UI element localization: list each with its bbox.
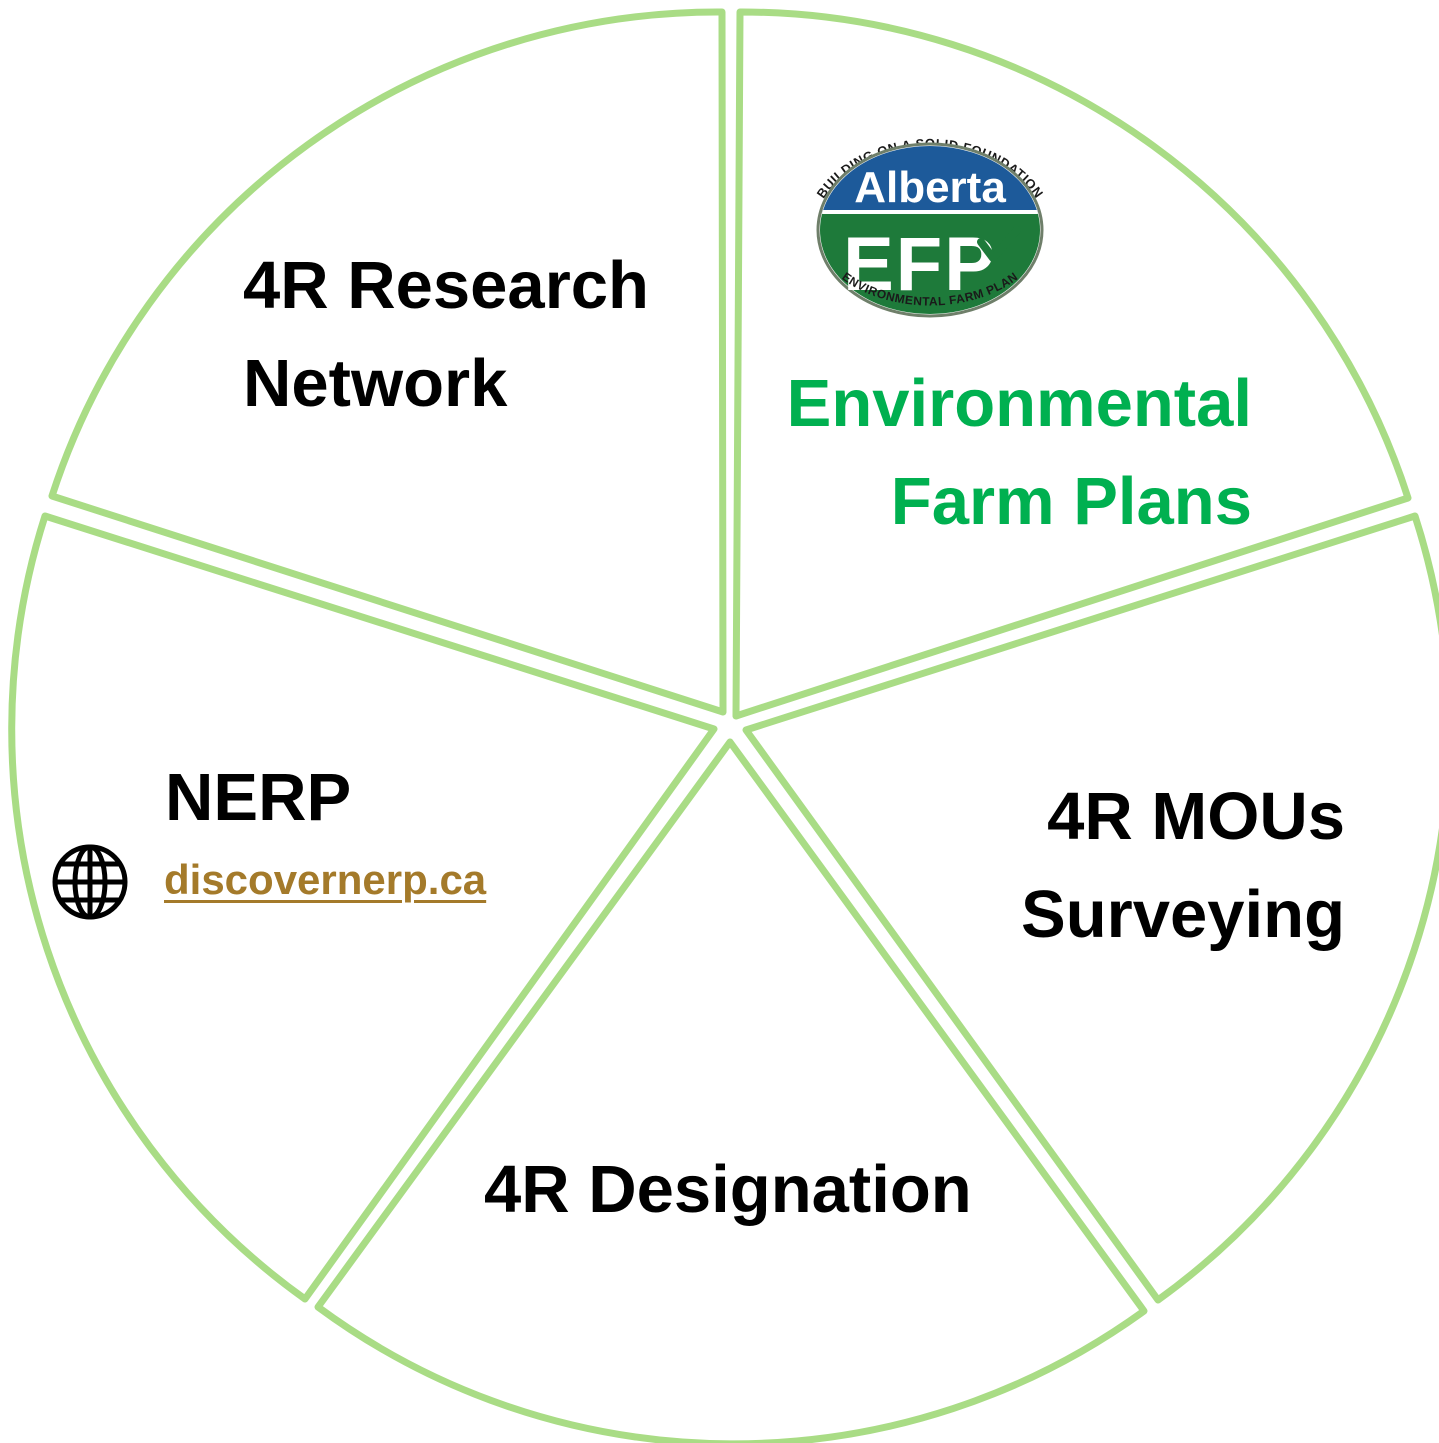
segment-mous-surveying: [742, 512, 1439, 1304]
label-mous-surveying: 4R MOUs Surveying: [1021, 768, 1345, 964]
label-designation: 4R Designation: [484, 1141, 972, 1239]
label-mous-line1: 4R MOUs: [1047, 779, 1345, 854]
nerp-website-link[interactable]: discovernerp.ca: [164, 856, 487, 903]
label-research-network-line2: Network: [243, 346, 508, 421]
label-nerp-title: NERP: [165, 760, 352, 835]
alberta-efp-logo: BUILDING ON A SOLID FOUNDATION Alberta E…: [814, 136, 1046, 318]
label-nerp: NERP: [165, 749, 351, 847]
label-mous-line2: Surveying: [1021, 877, 1345, 952]
segment-research-network: [48, 8, 727, 716]
globe-icon: [52, 844, 128, 920]
logo-acronym-text: EFP: [843, 222, 997, 307]
segment-nerp: [8, 512, 718, 1303]
label-environmental-farm-plans: Environmental Farm Plans: [787, 355, 1252, 551]
logo-province-text: Alberta: [854, 163, 1006, 212]
label-efp-line2: Farm Plans: [890, 464, 1252, 539]
logo-check-icon: [977, 226, 1021, 262]
label-research-network: 4R Research Network: [243, 237, 649, 433]
label-efp-line1: Environmental: [786, 366, 1252, 441]
segment-designation: [314, 738, 1148, 1443]
label-research-network-line1: 4R Research: [243, 248, 649, 323]
label-designation-line1: 4R Designation: [484, 1152, 972, 1227]
